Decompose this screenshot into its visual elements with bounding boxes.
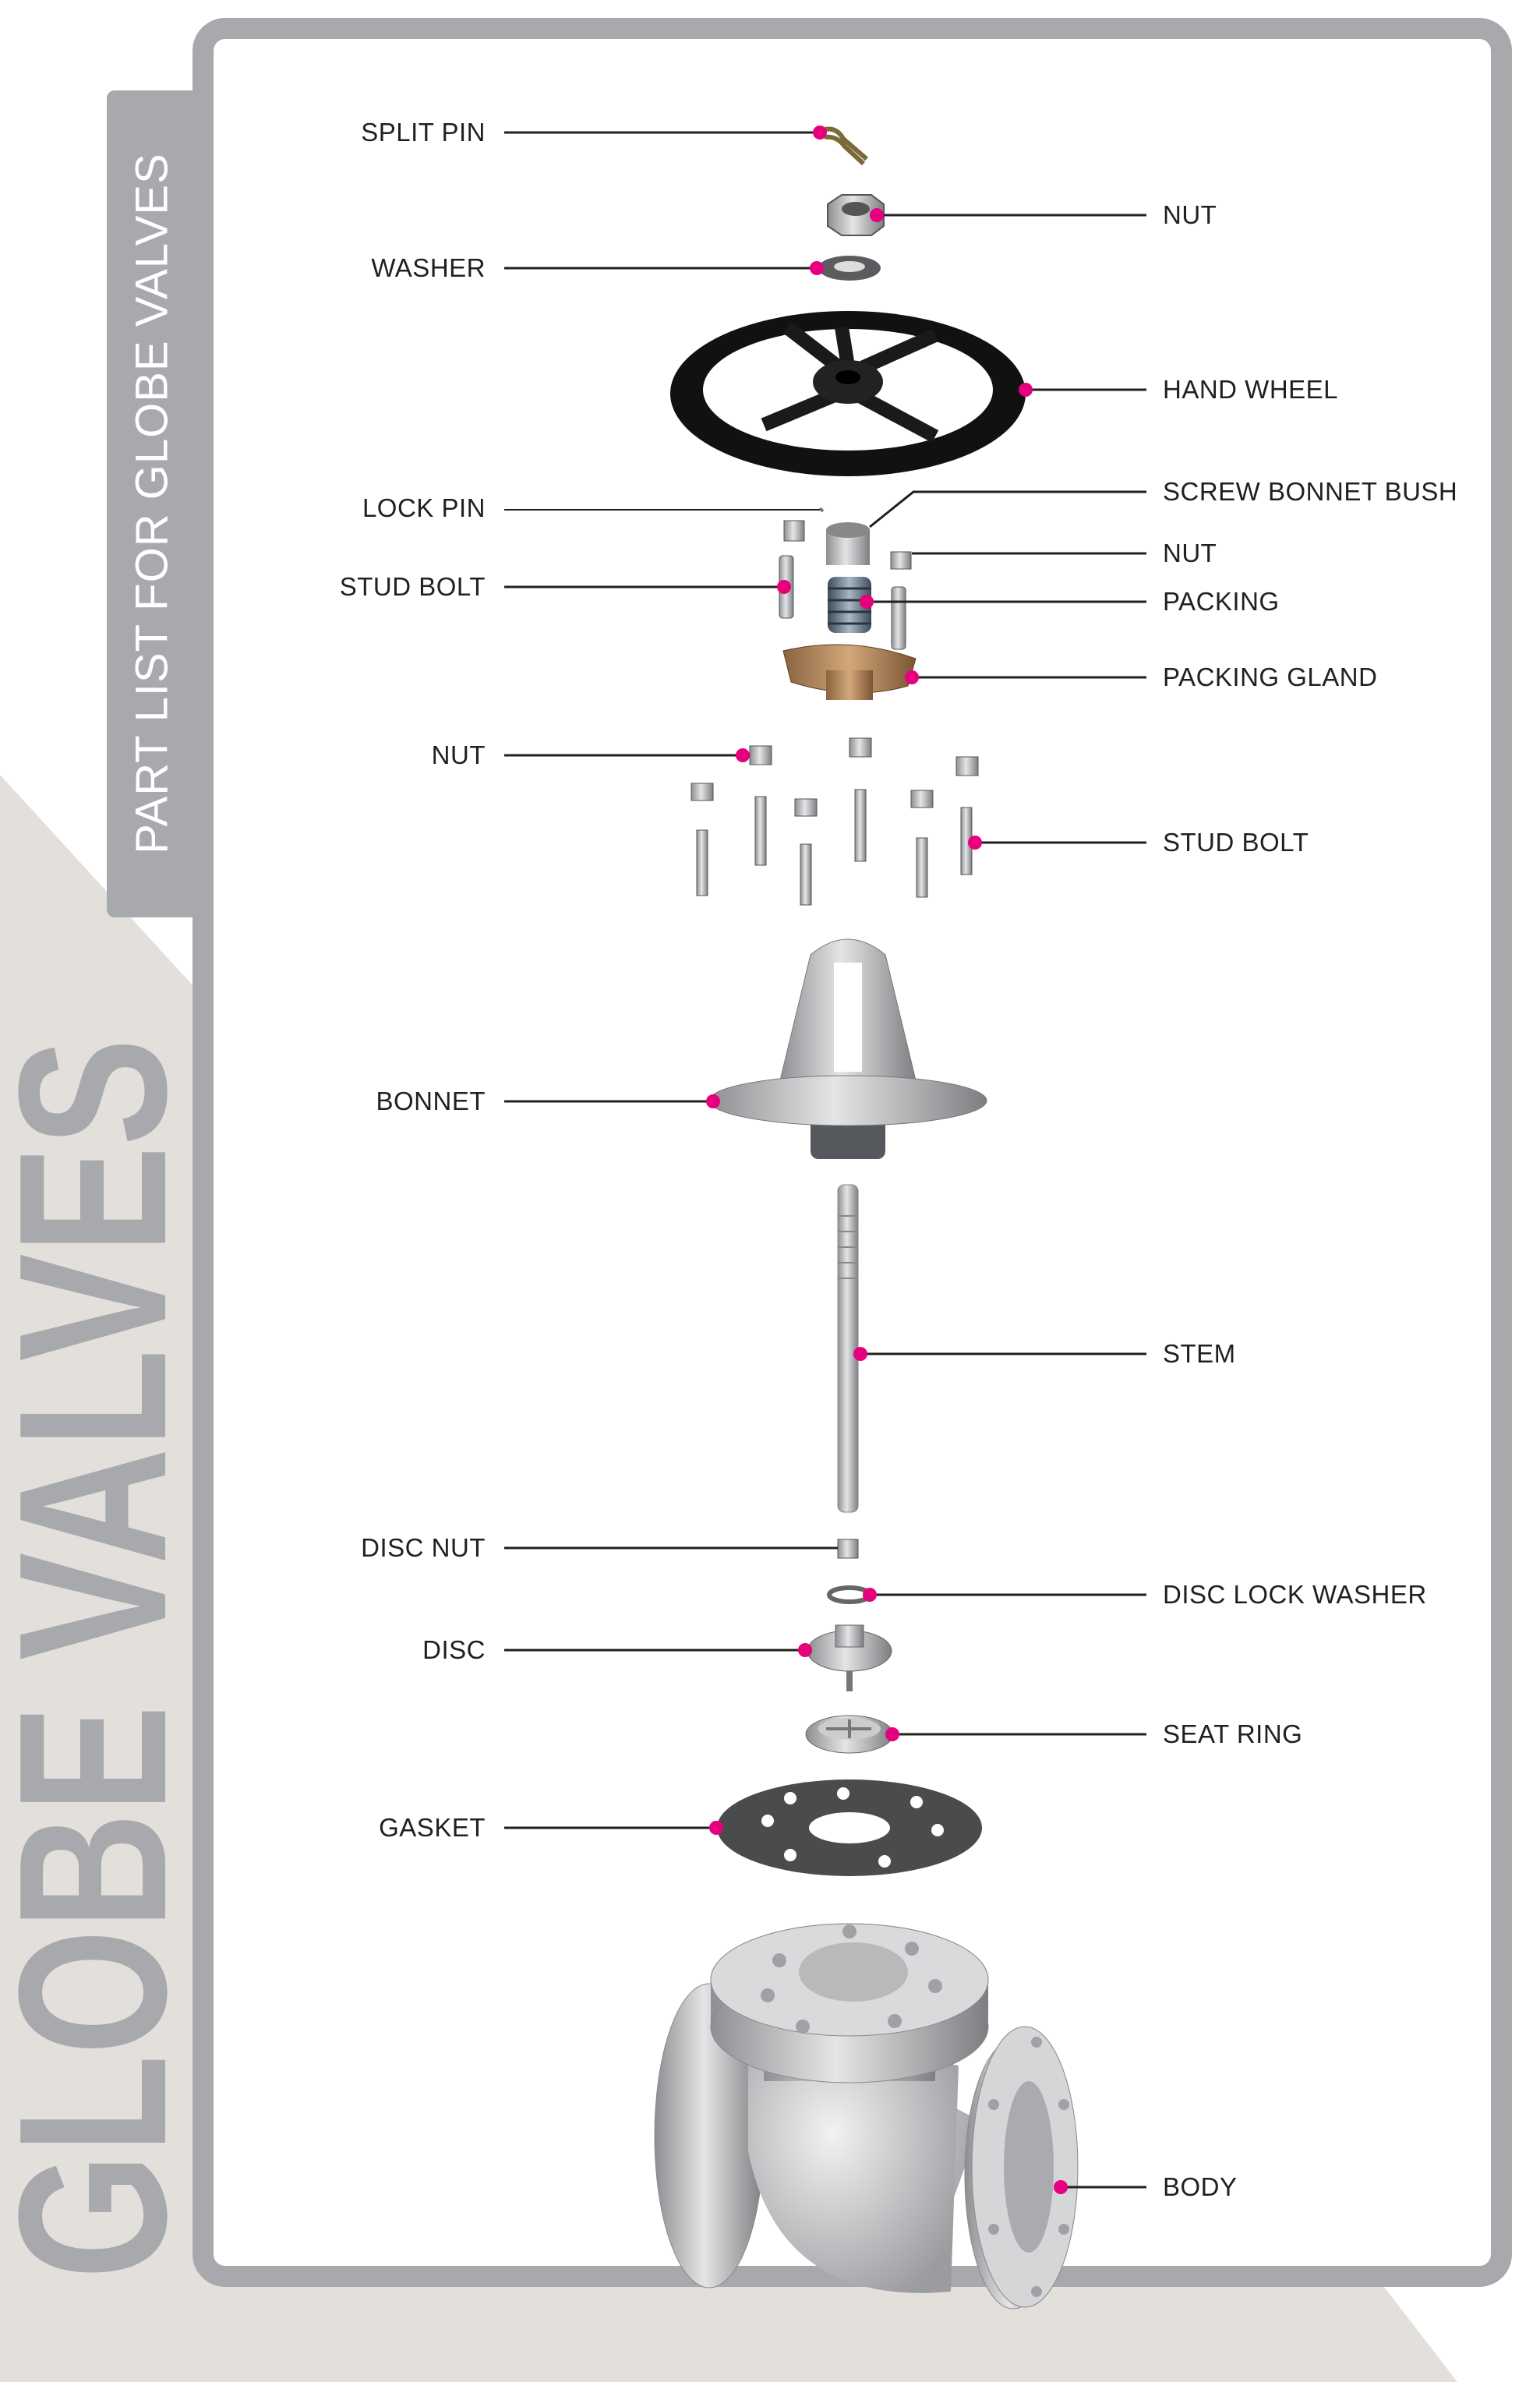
label-packing: PACKING [1163,587,1280,616]
gasket [717,1779,982,1876]
seat-ring [805,1715,894,1754]
label-lock-pin: LOCK PIN [362,493,486,522]
small-nuts [783,520,912,570]
stem [837,1184,859,1513]
label-body: BODY [1163,2172,1238,2201]
label-disc-lock-washer: DISC LOCK WASHER [1163,1580,1427,1609]
lower-stud-bolts [696,789,973,906]
body [654,1923,1079,2310]
watermark-title: GLOBE VALVES [0,1038,210,2279]
packing [828,577,871,633]
hand-wheel [670,311,1026,476]
label-screw-bonnet-bush: SCREW BONNET BUSH [1163,477,1458,506]
label-hand-wheel: HAND WHEEL [1163,375,1339,404]
disc-nut [837,1539,859,1559]
label-packing-gland: PACKING GLAND [1163,663,1378,691]
label-bonnet: BONNET [376,1087,486,1115]
label-seat-ring: SEAT RING [1163,1719,1303,1748]
bonnet [708,938,987,1159]
label-disc-nut: DISC NUT [361,1533,486,1562]
label-stem: STEM [1163,1339,1236,1368]
leader-lines [504,131,1146,2189]
side-tab: PART LIST FOR GLOBE VALVES [107,90,197,917]
screw-bonnet-bush [826,522,870,565]
label-gasket: GASKET [379,1813,486,1842]
label-nut-lower: NUT [431,740,486,769]
label-stud-bolt-lower: STUD BOLT [1163,828,1309,857]
label-split-pin: SPLIT PIN [361,118,486,147]
label-stud-bolt-upper: STUD BOLT [339,572,486,601]
washer [818,256,881,281]
label-nut-upper: NUT [1163,539,1217,567]
split-pin [818,126,868,166]
lower-nuts [691,737,979,817]
label-disc: DISC [422,1635,486,1664]
disc [807,1624,892,1691]
lock-pin [818,507,825,513]
packing-gland [782,644,917,700]
leader-dots [706,125,1068,2194]
label-nut-top: NUT [1163,200,1217,229]
label-washer: WASHER [371,253,486,282]
top-nut [827,194,885,236]
